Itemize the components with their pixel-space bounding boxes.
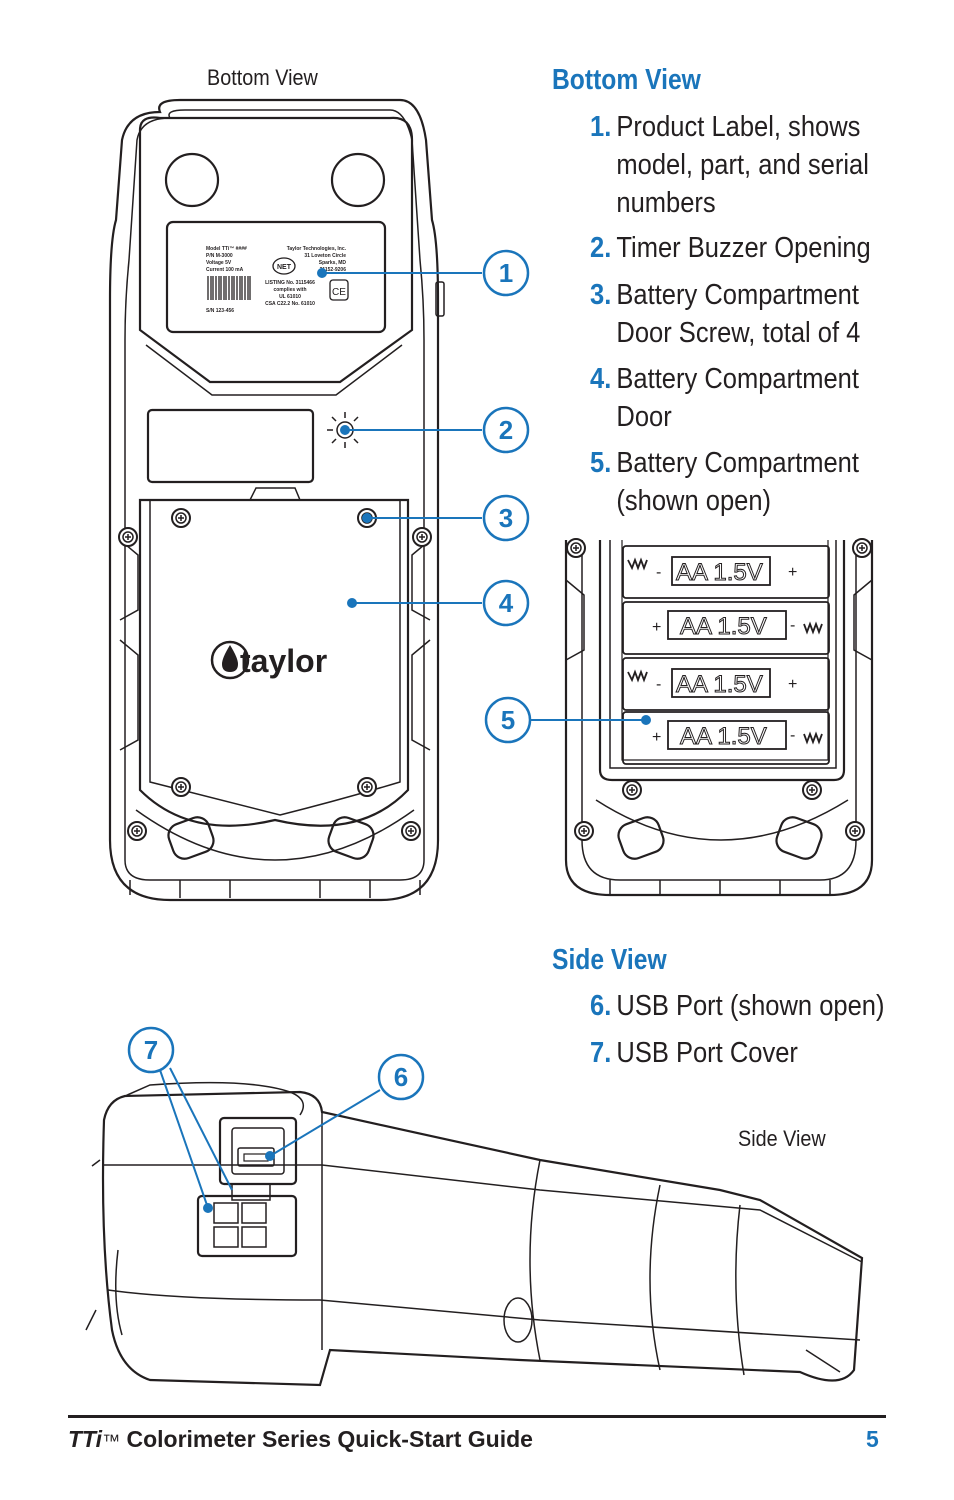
svg-text:-: - [790,727,795,744]
footer-title: TTi™ Colorimeter Series Quick-Start Guid… [68,1426,533,1453]
footer-title-italic: TTi [68,1426,103,1452]
polarity-marks: - + + - - + + - [652,564,797,746]
footer-title-rest: Colorimeter Series Quick-Start Guide [120,1426,533,1452]
footer-rule [68,1415,886,1418]
callout-1: 1 [482,249,530,297]
svg-text:4: 4 [499,588,514,618]
bottom-view-image-caption: Bottom View [207,65,318,90]
svg-text:+: + [652,619,661,636]
item-text: model, part, and serial [616,149,869,181]
item-number: 3. [590,279,612,311]
svg-text:CE: CE [332,287,346,298]
svg-text:5: 5 [501,705,515,735]
callout-leaders [159,268,651,1213]
battery-row-3 [622,657,830,711]
callout-3: 3 [482,494,530,542]
svg-text:-: - [656,676,661,693]
svg-text:2: 2 [499,415,513,445]
taylor-logo: taylor [210,640,327,680]
svg-text:3: 3 [499,503,513,533]
net-mark-icon: NET [272,257,296,275]
item-text: Door Screw, total of 4 [616,317,861,349]
item-text: USB Port (shown open) [616,990,885,1022]
item-number: 7. [590,1037,612,1069]
item-text: Door [616,401,672,433]
label-serial: S/N 123-456 [206,308,234,314]
label-csa: CSA C22.2 No. 61010 [265,301,315,307]
label-voltage: Voltage 5V [206,260,232,266]
list-item-1: 1.Product Label, shows model, part, and … [590,108,880,222]
item-text: Battery Compartment [616,279,859,311]
side-view-device [85,1081,864,1387]
item-number: 2. [590,232,612,264]
label-ul: UL 61010 [279,294,301,300]
callout-2: 2 [482,406,530,454]
ce-mark-icon: CE [329,279,349,301]
list-item-7: 7.USB Port Cover [590,1034,880,1072]
list-item-2: 2.Timer Buzzer Opening [590,229,880,267]
callout-5: 5 [484,696,532,744]
svg-text:+: + [788,564,797,581]
item-text: Battery Compartment [616,447,859,479]
label-model: Model TTi™ #### [206,246,247,252]
bottom-view-device [108,98,445,902]
svg-text:6: 6 [394,1062,408,1092]
barcode-icon [207,276,251,300]
label-address2: Sparks, MD [319,260,347,266]
svg-text:-: - [656,564,661,581]
label-address1: 31 Loveton Circle [304,253,346,259]
item-text: Timer Buzzer Opening [616,232,871,264]
item-number: 5. [590,447,612,479]
svg-text:+: + [788,676,797,693]
callout-circles: 1 2 3 4 5 6 7 [127,249,532,1101]
side-view-heading: Side View [552,944,667,976]
item-number: 6. [590,990,612,1022]
list-item-5: 5.Battery Compartment (shown open) [590,444,880,520]
brand-logo-text: taylor [240,643,327,679]
item-text: Battery Compartment [616,363,859,395]
list-item-6: 6.USB Port (shown open) [590,987,907,1025]
side-view-image-caption: Side View [738,1126,826,1151]
battery-compartment-device [564,540,874,897]
svg-text:7: 7 [144,1035,158,1065]
callout-7: 7 [127,1026,175,1074]
item-text: (shown open) [616,485,772,517]
svg-text:+: + [652,729,661,746]
label-company: Taylor Technologies, Inc. [287,246,347,252]
product-label: Model TTi™ #### P/N M-3000 Voltage 5V Cu… [206,246,347,314]
item-number: 1. [590,111,612,143]
label-part: P/N M-3000 [206,253,233,259]
footer-title-tm: ™ [102,1431,121,1451]
battery-label: AA 1.5V [676,671,763,698]
battery-row-1 [622,545,830,599]
label-complies: complies with [273,287,306,293]
battery-label: AA 1.5V [676,559,763,586]
battery-label: AA 1.5V [680,723,767,750]
svg-text:1: 1 [499,258,513,288]
callout-6: 6 [377,1053,425,1101]
item-number: 4. [590,363,612,395]
bottom-view-heading: Bottom View [552,64,701,96]
svg-text:NET: NET [277,264,292,271]
label-listing: LISTING No. 3115466 [265,280,315,286]
battery-label: AA 1.5V [680,613,767,640]
list-item-4: 4.Battery Compartment Door [590,360,880,436]
battery-row-2 [622,601,830,655]
list-item-3: 3.Battery Compartment Door Screw, total … [590,276,880,352]
label-zip: 21152-9206 [320,267,347,273]
battery-row-4 [622,711,830,765]
item-text: numbers [616,187,716,219]
callout-4: 4 [482,579,530,627]
page-number: 5 [866,1426,879,1452]
item-text: USB Port Cover [616,1037,798,1069]
item-text: Product Label, shows [616,111,861,143]
label-current: Current 100 mA [206,267,244,273]
svg-text:-: - [790,617,795,634]
